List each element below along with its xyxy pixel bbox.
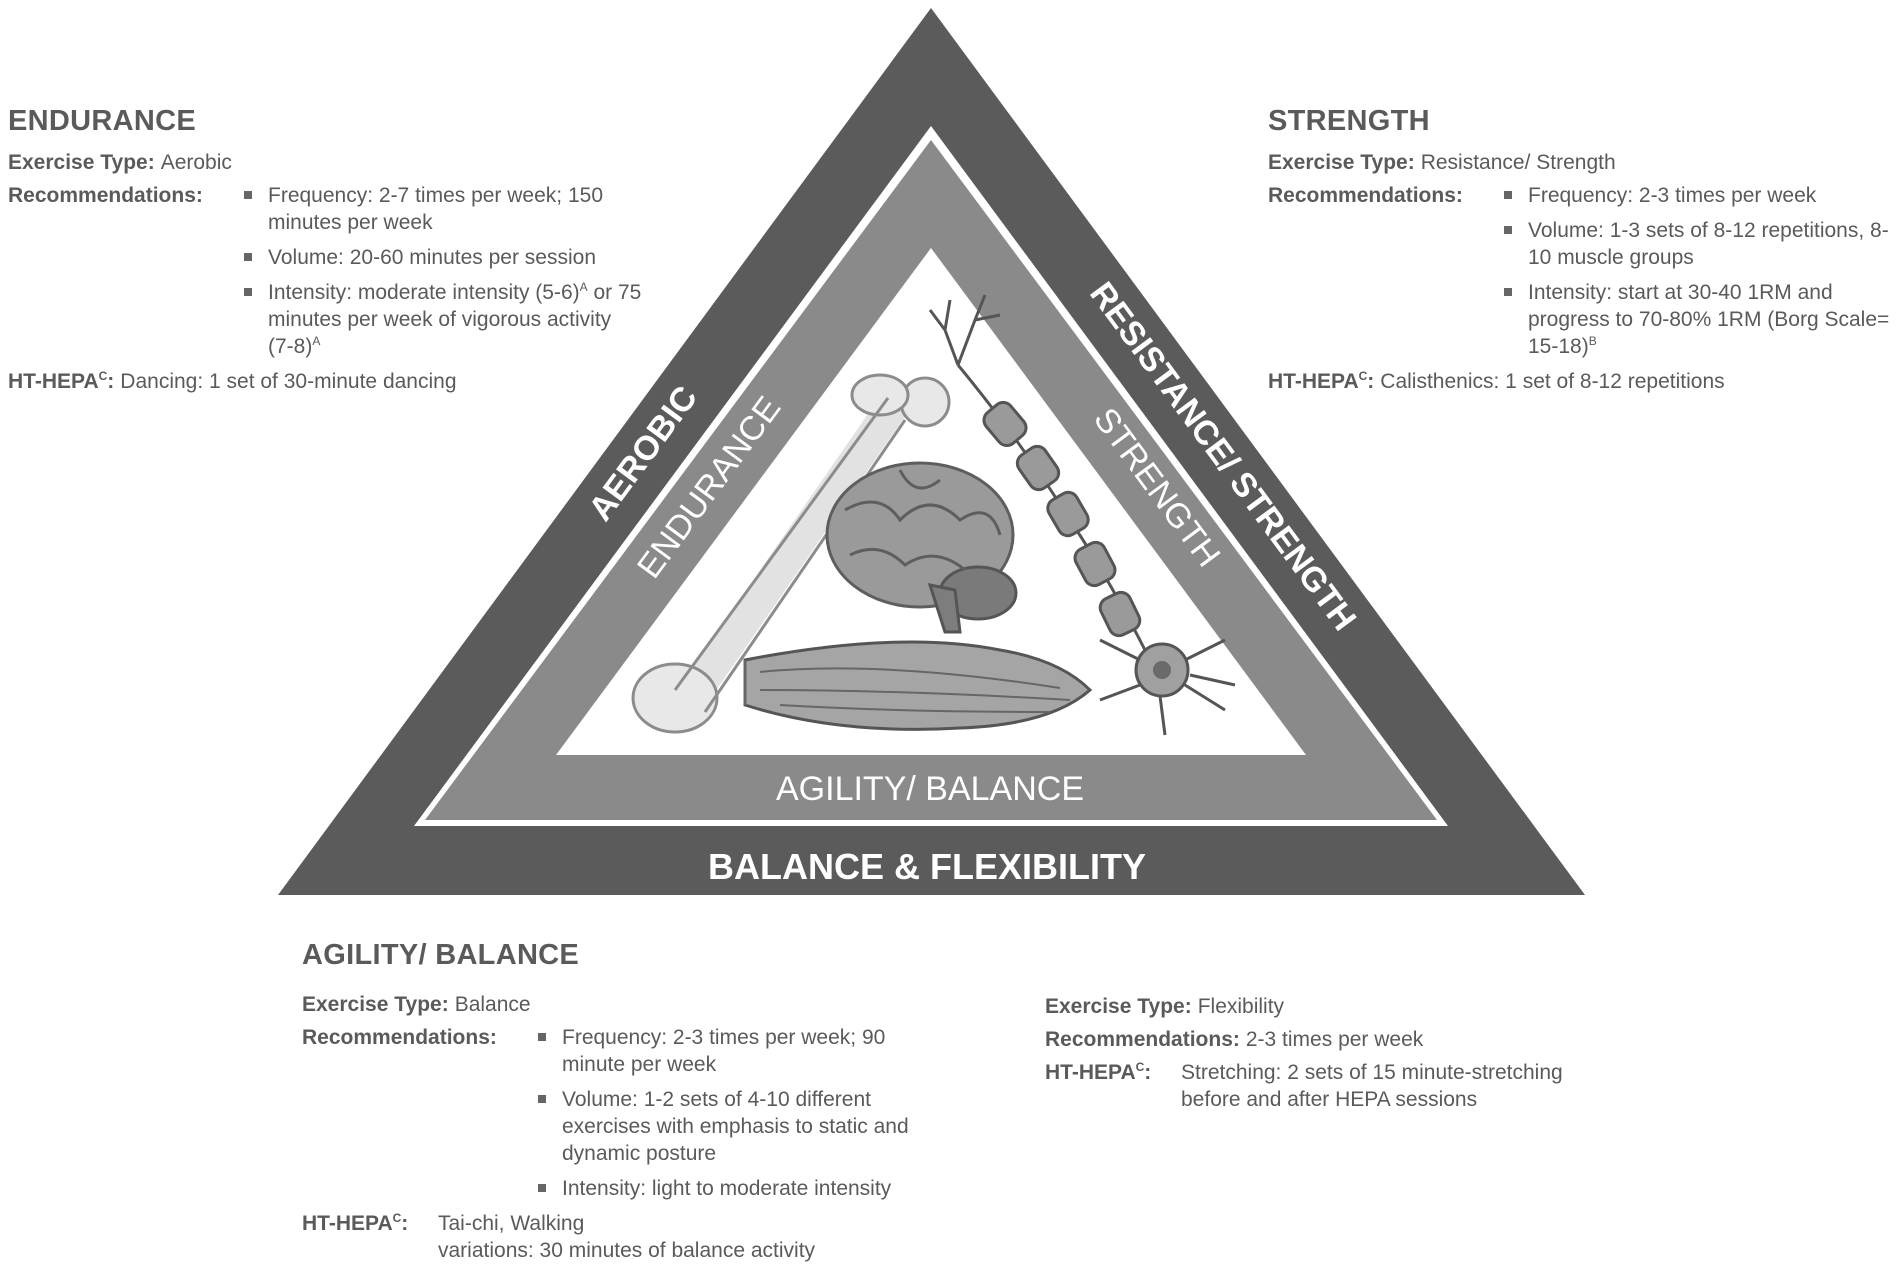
- endurance-hthepa: HT-HEPAC: Dancing: 1 set of 30-minute da…: [8, 368, 648, 395]
- flexibility-panel: Exercise Type: Flexibility Recommendatio…: [1045, 993, 1625, 1113]
- list-item: Frequency: 2-3 times per week; 90 minute…: [536, 1024, 936, 1078]
- agility-hthepa: HT-HEPAC: Tai-chi, Walking variations: 3…: [302, 1210, 942, 1264]
- agility-balance-inner-label: AGILITY/ BALANCE: [776, 770, 1084, 808]
- hthepa-value: Dancing: 1 set of 30-minute dancing: [120, 370, 457, 393]
- exercise-type-label: Exercise Type:: [1045, 995, 1192, 1018]
- agility-title: AGILITY/ BALANCE: [302, 939, 580, 971]
- endurance-panel: ENDURANCE Exercise Type: Aerobic Recomme…: [8, 105, 648, 395]
- footnote-marker: B: [1588, 334, 1597, 348]
- endurance-recommendation-list: Frequency: 2-7 times per week; 150 minut…: [242, 182, 642, 368]
- list-item: Intensity: start at 30-40 1RM and progre…: [1502, 279, 1898, 360]
- hthepa-value: Tai-chi, Walking variations: 30 minutes …: [438, 1210, 815, 1264]
- footnote-marker: A: [312, 334, 321, 348]
- exercise-type-value: Flexibility: [1197, 995, 1285, 1018]
- hthepa-colon: :: [1367, 370, 1375, 393]
- hthepa-line: Tai-chi, Walking: [438, 1212, 585, 1235]
- neuron-illustration: [928, 294, 1236, 736]
- strength-panel: STRENGTH Exercise Type: Resistance/ Stre…: [1268, 105, 1898, 395]
- agility-recommendations: Recommendations: Frequency: 2-3 times pe…: [302, 1024, 942, 1210]
- footnote-marker: C: [1135, 1060, 1145, 1074]
- recommendations-value: 2-3 times per week: [1245, 1028, 1424, 1051]
- hthepa-label: HT-HEPAC:: [1045, 1059, 1175, 1113]
- exercise-type-value: Aerobic: [160, 151, 232, 174]
- hthepa-label-text: HT-HEPA: [1045, 1061, 1136, 1084]
- hthepa-colon: :: [401, 1212, 409, 1235]
- exercise-type-value: Balance: [454, 993, 531, 1016]
- agility-recommendation-list: Frequency: 2-3 times per week; 90 minute…: [536, 1024, 936, 1210]
- hthepa-line: variations: 30 minutes of balance activi…: [438, 1239, 816, 1262]
- hthepa-value: Stretching: 2 sets of 15 minute-stretchi…: [1181, 1061, 1563, 1111]
- exercise-type-label: Exercise Type:: [8, 151, 155, 174]
- hthepa-value: Calisthenics: 1 set of 8-12 repetitions: [1380, 370, 1725, 393]
- bone-illustration: [631, 373, 951, 734]
- strength-hthepa: HT-HEPAC: Calisthenics: 1 set of 8-12 re…: [1268, 368, 1898, 395]
- endurance-exercise-type: Exercise Type: Aerobic: [8, 149, 648, 176]
- recommendations-label: Recommendations:: [8, 184, 203, 207]
- hthepa-label: HT-HEPAC:: [8, 368, 114, 395]
- footnote-marker: C: [1358, 369, 1368, 383]
- list-item: Intensity: light to moderate intensity: [536, 1175, 936, 1202]
- intensity-text: Intensity: moderate intensity (5-6): [268, 281, 580, 304]
- hthepa-label: HT-HEPAC:: [1268, 368, 1374, 395]
- recommendations-label: Recommendations:: [302, 1026, 497, 1049]
- strength-exercise-type: Exercise Type: Resistance/ Strength: [1268, 149, 1898, 176]
- exercise-type-value: Resistance/ Strength: [1420, 151, 1616, 174]
- endurance-title: ENDURANCE: [8, 105, 196, 137]
- flexibility-hthepa: HT-HEPAC: Stretching: 2 sets of 15 minut…: [1045, 1059, 1625, 1113]
- hthepa-label-text: HT-HEPA: [1268, 370, 1359, 393]
- list-item: Volume: 20-60 minutes per session: [242, 244, 642, 271]
- strength-recommendations: Recommendations: Frequency: 2-3 times pe…: [1268, 182, 1898, 368]
- flexibility-recommendations: Recommendations: 2-3 times per week: [1045, 1026, 1625, 1053]
- agility-panel: AGILITY/ BALANCE Exercise Type: Balance …: [302, 939, 942, 1264]
- flexibility-exercise-type: Exercise Type: Flexibility: [1045, 993, 1625, 1020]
- balance-flexibility-side-label: BALANCE & FLEXIBILITY: [708, 846, 1146, 887]
- hthepa-label-text: HT-HEPA: [302, 1212, 393, 1235]
- intensity-text-cont: or 75 minutes per week of vigorous activ…: [268, 281, 642, 358]
- list-item: Volume: 1-3 sets of 8-12 repetitions, 8-…: [1502, 217, 1898, 271]
- list-item: Volume: 1-2 sets of 4-10 different exerc…: [536, 1086, 936, 1167]
- endurance-recommendations: Recommendations: Frequency: 2-7 times pe…: [8, 182, 648, 368]
- footnote-marker: C: [392, 1211, 402, 1225]
- hthepa-label: HT-HEPAC:: [302, 1210, 432, 1264]
- muscle-illustration: [743, 640, 1093, 731]
- list-item: Frequency: 2-3 times per week: [1502, 182, 1898, 209]
- strength-recommendation-list: Frequency: 2-3 times per week Volume: 1-…: [1502, 182, 1898, 368]
- exercise-type-label: Exercise Type:: [1268, 151, 1415, 174]
- hthepa-label-text: HT-HEPA: [8, 370, 99, 393]
- brain-illustration: [825, 461, 1018, 634]
- hthepa-colon: :: [107, 370, 115, 393]
- intensity-text: Intensity: start at 30-40 1RM and progre…: [1528, 281, 1890, 358]
- recommendations-label: Recommendations:: [1268, 184, 1463, 207]
- list-item: Intensity: moderate intensity (5-6)A or …: [242, 279, 642, 360]
- footnote-marker: C: [98, 369, 108, 383]
- agility-exercise-type: Exercise Type: Balance: [302, 991, 942, 1018]
- footnote-marker: A: [579, 280, 588, 294]
- recommendations-label: Recommendations:: [1045, 1028, 1240, 1051]
- list-item: Frequency: 2-7 times per week; 150 minut…: [242, 182, 642, 236]
- exercise-type-label: Exercise Type:: [302, 993, 449, 1016]
- strength-title: STRENGTH: [1268, 105, 1430, 137]
- hthepa-colon: :: [1144, 1061, 1152, 1084]
